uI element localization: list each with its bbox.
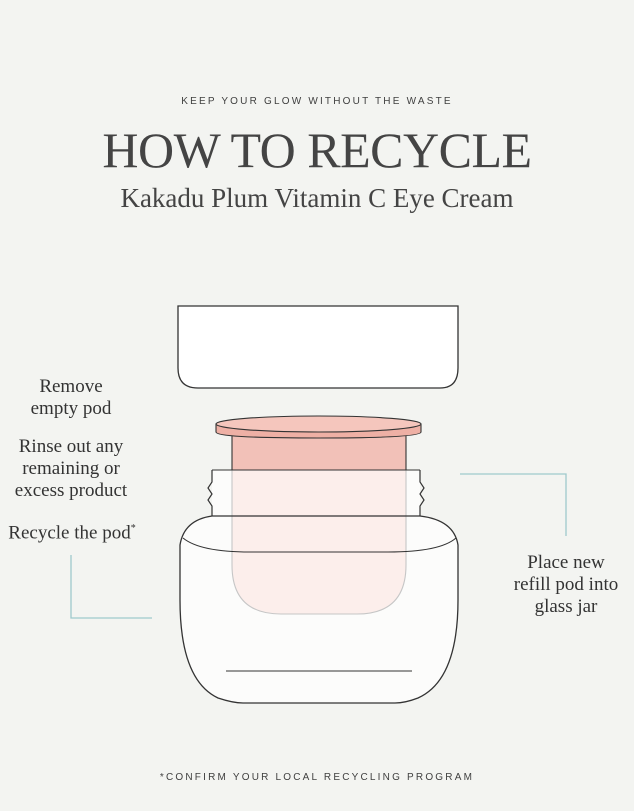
step-recycle: Recycle the pod* — [0, 518, 144, 544]
eyebrow-text: KEEP YOUR GLOW WITHOUT THE WASTE — [181, 96, 453, 107]
left-leader-line — [70, 555, 152, 619]
step-remove-line-2: empty pod — [30, 398, 112, 419]
step-place-line-2: refill pod into — [513, 574, 619, 595]
glass-jar — [179, 469, 459, 704]
product-subtitle: Kakadu Plum Vitamin C Eye Cream — [120, 183, 514, 213]
footnote-marker: * — [130, 523, 136, 534]
step-recycle-text: Recycle the pod — [8, 522, 131, 544]
recycling-footnote: *CONFIRM YOUR LOCAL RECYCLING PROGRAM — [159, 772, 475, 783]
step-place-refill: Place new refill pod into glass jar — [500, 552, 632, 618]
step-remove-line-1: Remove — [39, 376, 103, 397]
refill-pod-lid — [215, 415, 422, 439]
step-rinse-line-1: Rinse out any — [18, 436, 124, 457]
step-rinse-line-2: remaining or — [22, 458, 120, 479]
page-title: HOW TO RECYCLE — [102, 122, 532, 178]
right-leader-line — [460, 473, 567, 536]
jar-lid — [177, 305, 459, 389]
step-rinse-line-3: excess product — [14, 480, 128, 501]
step-rinse: Rinse out any remaining or excess produc… — [2, 436, 140, 502]
step-place-line-1: Place new — [527, 552, 605, 573]
step-place-line-3: glass jar — [534, 596, 598, 617]
step-remove-pod: Remove empty pod — [10, 376, 132, 420]
